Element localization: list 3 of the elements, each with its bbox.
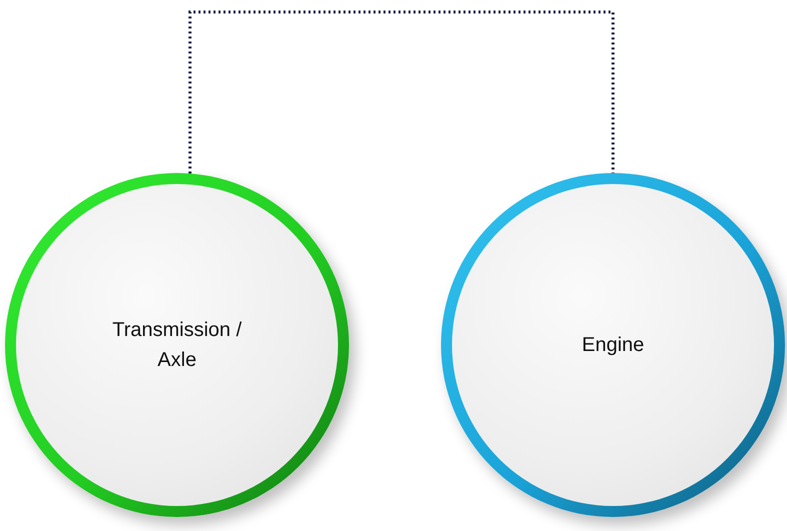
node-label: Engine: [582, 333, 644, 358]
dotted-connector: [188, 10, 614, 174]
node-label: Transmission / Axle: [111, 318, 243, 373]
